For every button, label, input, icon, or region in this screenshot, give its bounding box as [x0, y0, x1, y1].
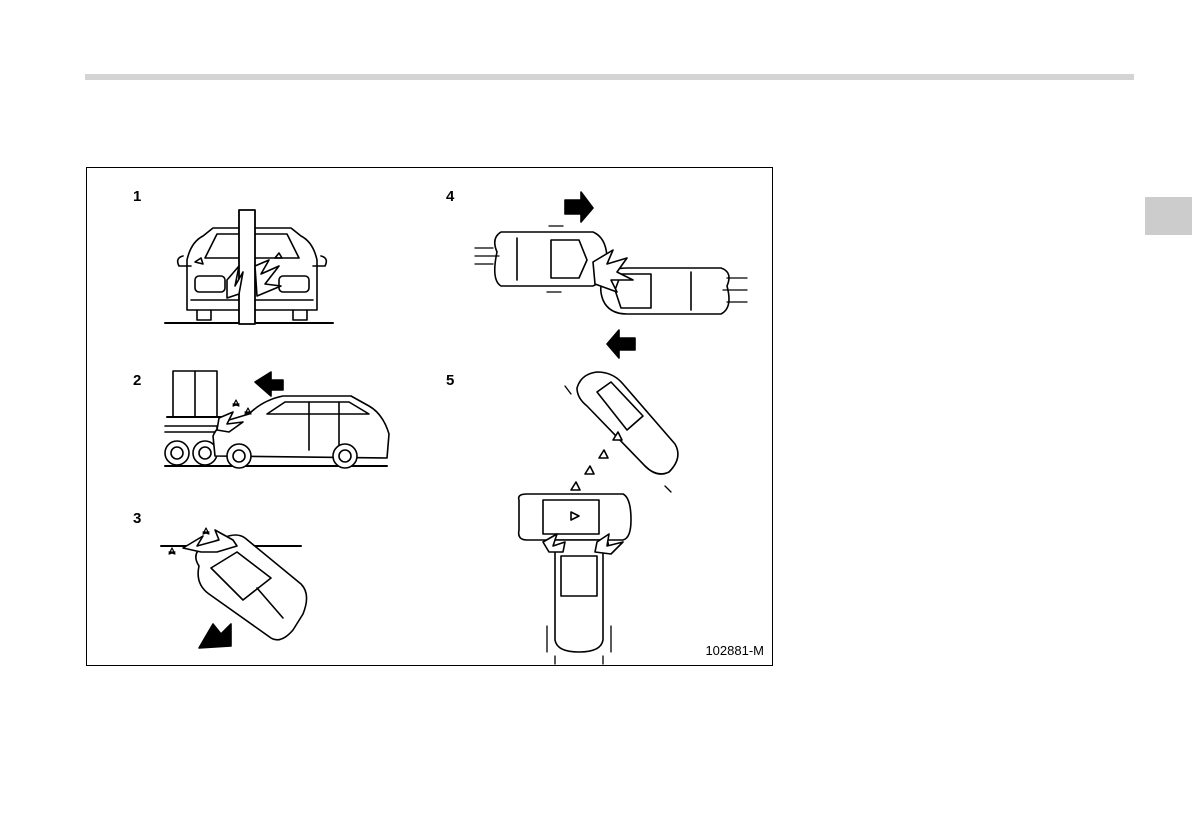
- frontal-pole-collision-illustration: [165, 210, 333, 324]
- collision-drawings: [87, 168, 772, 665]
- angled-wall-collision-illustration: [161, 528, 307, 648]
- panel-number-4: 4: [446, 188, 454, 205]
- panel-number-3: 3: [133, 510, 141, 527]
- section-tab: [1145, 197, 1192, 235]
- truck-underride-collision-illustration: [165, 371, 389, 468]
- figure-code: 102881-M: [705, 643, 764, 658]
- offset-head-on-collision-illustration: [475, 192, 747, 358]
- panel-number-5: 5: [446, 372, 454, 389]
- panel-number-2: 2: [133, 372, 141, 389]
- crash-illustration: 1 2 3 4 5 102881-M: [86, 167, 773, 666]
- header-rule: [85, 74, 1134, 80]
- panel-number-1: 1: [133, 188, 141, 205]
- side-impact-collision-illustration: [519, 372, 678, 664]
